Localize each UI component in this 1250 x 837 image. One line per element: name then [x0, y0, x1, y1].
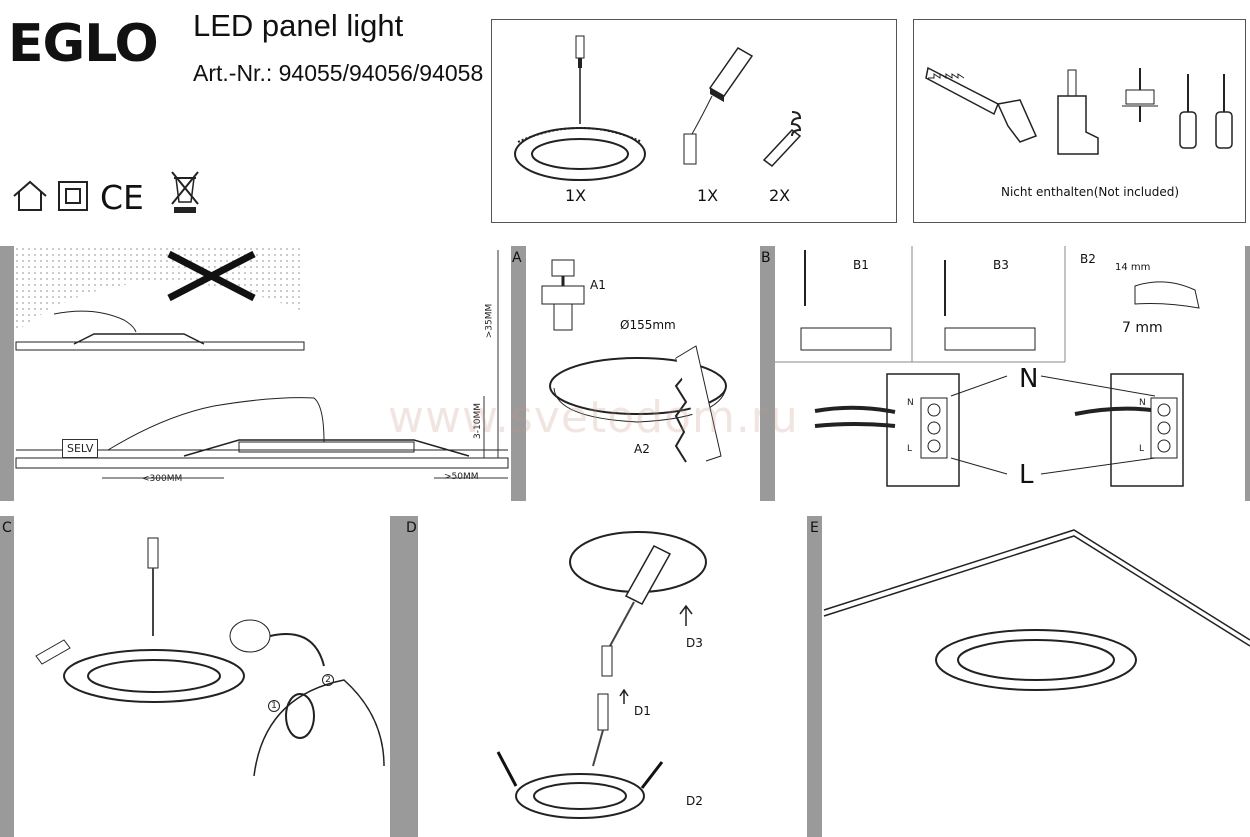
step-d-panel: D D3 D1 D2 — [406, 516, 807, 837]
terminal-l-right: L — [1139, 444, 1145, 454]
step-c-2: 2 — [322, 674, 334, 686]
spring-clip-icon — [762, 111, 802, 168]
wiring-illustration — [775, 246, 1200, 487]
step-a2-label: A2 — [634, 442, 650, 456]
step-d-letter: D — [406, 520, 417, 536]
double-insulation-icon — [58, 181, 88, 211]
panel-qty: 1X — [565, 186, 587, 205]
ce-mark-icon: CE — [100, 178, 144, 217]
weee-bin-icon — [171, 171, 199, 213]
drill-icon — [1057, 69, 1099, 155]
step-e-panel: E — [810, 516, 1250, 837]
step-a-panel: A A1 Ø155mm A2 — [512, 246, 760, 501]
brand-logo: EGLO — [8, 14, 159, 74]
clip-qty: 2X — [769, 186, 791, 205]
mounting-illustration — [496, 531, 707, 819]
strip-outer-length: 14 mm — [1115, 262, 1151, 273]
house-icon — [13, 180, 47, 211]
tools-box: Nicht enthalten(Not included) — [913, 19, 1246, 223]
hole-diameter: Ø155mm — [620, 318, 676, 332]
step-c-letter: C — [2, 520, 12, 536]
terminal-l-left: L — [907, 444, 913, 454]
terminal-n-left: N — [907, 398, 914, 408]
step-b-panel: B B1 B3 B2 14 mm 7 mm N L N L N L — [761, 246, 1245, 501]
dim-depth: >35MM — [484, 303, 495, 339]
selv-label: SELV — [62, 439, 99, 458]
dim-clearance: >50MM — [444, 472, 479, 482]
flat-screwdriver-icon — [1179, 74, 1197, 149]
strip-inner-length: 7 mm — [1122, 320, 1163, 336]
neutral-label: N — [1019, 364, 1039, 394]
step-c-panel: C 1 2 — [2, 516, 390, 837]
tools-note: Nicht enthalten(Not included) — [1001, 185, 1180, 199]
dim-cable: <300MM — [142, 474, 183, 484]
step-b2-label: B2 — [1080, 252, 1096, 266]
step-b3-label: B3 — [993, 258, 1009, 272]
driver-icon — [683, 47, 754, 165]
hole-saw-icon — [1122, 68, 1158, 122]
package-contents-box: 1X 1X 2X — [491, 19, 897, 223]
ceiling-cavity-illustration — [15, 246, 509, 479]
driver-qty: 1X — [697, 186, 719, 205]
saw-icon — [925, 66, 1038, 143]
step-a-letter: A — [512, 250, 522, 266]
step-d3-label: D3 — [686, 636, 703, 650]
installed-panel-illustration — [823, 529, 1250, 691]
step-a1-label: A1 — [590, 278, 606, 292]
step-b1-label: B1 — [853, 258, 869, 272]
led-panel-icon — [514, 35, 646, 181]
product-title: LED panel light — [193, 8, 404, 43]
step-c-1: 1 — [268, 700, 280, 712]
clip-attachment-illustration — [35, 537, 385, 777]
installation-diagram-panel: SELV >35MM 3-10MM <300MM >50MM — [14, 246, 511, 501]
step-d2-label: D2 — [686, 794, 703, 808]
watermark: www.svetodom.ru — [388, 392, 799, 443]
step-d1-label: D1 — [634, 704, 651, 718]
article-number: Art.-Nr.: 94055/94056/94058 — [193, 60, 484, 86]
step-b-letter: B — [761, 250, 771, 266]
hole-cutting-illustration — [541, 259, 727, 463]
live-label: L — [1019, 460, 1034, 490]
cross-screwdriver-icon — [1215, 74, 1233, 149]
terminal-n-right: N — [1139, 398, 1146, 408]
step-e-letter: E — [810, 520, 819, 536]
